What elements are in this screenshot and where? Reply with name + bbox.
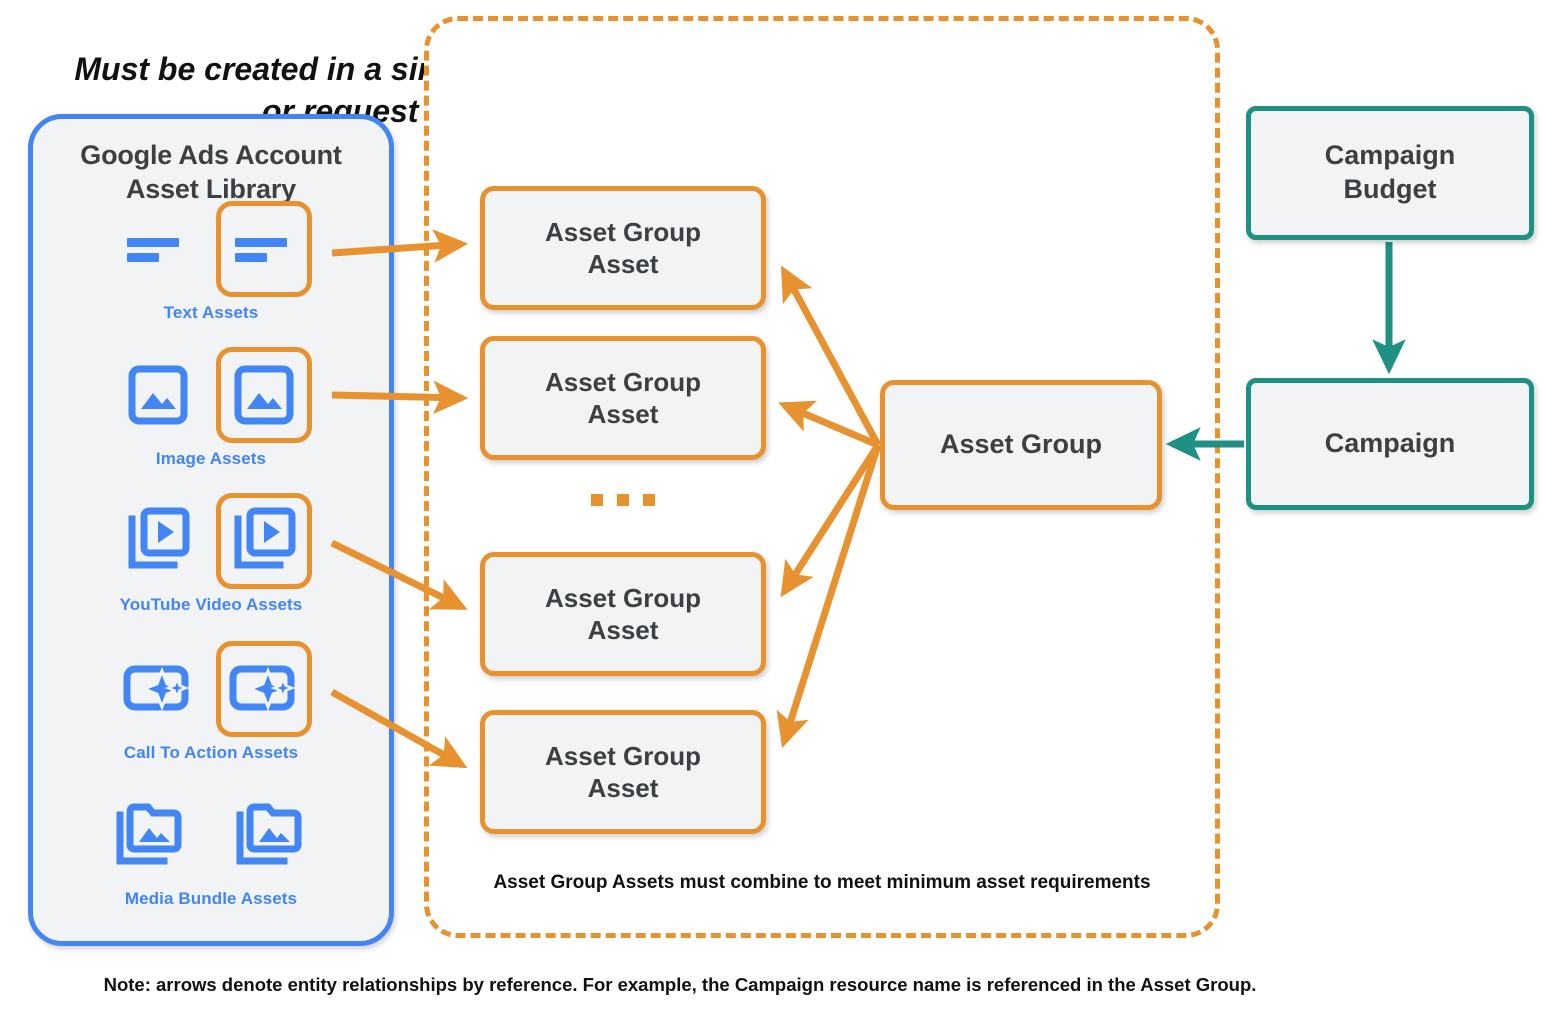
asset-caption-media-bundle: Media Bundle Assets	[124, 889, 298, 908]
call-to-action-asset-icon-pair	[33, 641, 389, 737]
campaign-label: Campaign	[1324, 428, 1456, 459]
text-asset-icon	[110, 201, 206, 297]
asset-group-asset-label-line1: Asset Group	[544, 582, 702, 613]
campaign-budget-box[interactable]: Campaign Budget	[1246, 106, 1534, 240]
asset-library-title-line2: Asset Library	[126, 173, 296, 204]
asset-group-asset-label-line2: Asset	[587, 399, 659, 429]
youtube-video-asset-icon-pair	[33, 493, 389, 589]
media-bundle-asset-icon-pair	[33, 787, 389, 883]
asset-group-asset-ellipsis	[480, 488, 766, 512]
asset-group-asset-box-4[interactable]: Asset Group Asset	[480, 710, 766, 834]
image-asset-icon-pair	[33, 347, 389, 443]
asset-group-asset-label: Asset Group Asset	[545, 740, 701, 805]
call-to-action-asset-glyph	[123, 665, 190, 712]
image-asset-icon	[110, 347, 206, 443]
asset-group-box[interactable]: Asset Group	[880, 380, 1162, 510]
call-to-action-asset-icon	[110, 641, 206, 737]
asset-row-call-to-action[interactable]: Call To Action Assets	[33, 641, 389, 763]
asset-group-asset-label-line1: Asset Group	[544, 740, 702, 771]
text-asset-icon-pair	[33, 201, 389, 297]
image-asset-icon-selected[interactable]	[216, 347, 312, 443]
mutate-request-footnote: Asset Group Assets must combine to meet …	[493, 872, 1151, 893]
asset-row-text[interactable]: Text Assets	[33, 201, 389, 323]
youtube-video-asset-icon-selected[interactable]	[216, 493, 312, 589]
text-asset-glyph	[127, 238, 179, 262]
diagram-note: Note: arrows denote entity relationships…	[103, 974, 1257, 995]
image-asset-glyph	[234, 365, 294, 425]
asset-library-title-line1: Google Ads Account	[80, 140, 342, 170]
ellipsis-dot	[617, 494, 629, 506]
media-bundle-asset-icon	[103, 787, 199, 883]
image-asset-glyph	[128, 365, 188, 425]
asset-group-label: Asset Group	[939, 429, 1103, 460]
asset-group-asset-label-line1: Asset Group	[544, 366, 702, 397]
asset-library-title: Google Ads Account Asset Library	[33, 139, 389, 207]
asset-row-youtube-video[interactable]: YouTube Video Assets	[33, 493, 389, 615]
campaign-budget-label: Campaign Budget	[1325, 139, 1456, 207]
media-bundle-asset-glyph	[236, 803, 302, 865]
asset-group-asset-label-line2: Asset	[587, 773, 659, 803]
asset-group-asset-box-2[interactable]: Asset Group Asset	[480, 336, 766, 460]
media-bundle-asset-icon	[223, 787, 319, 883]
asset-group-asset-label-line1: Asset Group	[544, 216, 702, 247]
youtube-video-asset-icon	[110, 493, 206, 589]
text-asset-icon-selected[interactable]	[216, 201, 312, 297]
campaign-box[interactable]: Campaign	[1246, 378, 1534, 510]
asset-caption-youtube-video: YouTube Video Assets	[119, 595, 303, 614]
call-to-action-asset-glyph	[229, 665, 296, 712]
ellipsis-dot	[643, 494, 655, 506]
asset-row-media-bundle[interactable]: Media Bundle Assets	[33, 787, 389, 909]
asset-group-asset-label-line2: Asset	[587, 249, 659, 279]
campaign-budget-label-line2: Budget	[1343, 174, 1437, 204]
call-to-action-asset-icon-selected[interactable]	[216, 641, 312, 737]
asset-group-asset-box-3[interactable]: Asset Group Asset	[480, 552, 766, 676]
campaign-budget-label-line1: Campaign	[1324, 140, 1456, 171]
youtube-video-asset-glyph	[234, 507, 296, 569]
ellipsis-dot	[591, 494, 603, 506]
asset-caption-call-to-action: Call To Action Assets	[123, 743, 299, 762]
asset-library-panel: Google Ads Account Asset Library	[28, 114, 394, 946]
asset-group-asset-label: Asset Group Asset	[545, 582, 701, 647]
asset-group-asset-label: Asset Group Asset	[545, 216, 701, 281]
youtube-video-asset-glyph	[128, 507, 190, 569]
media-bundle-asset-glyph	[116, 803, 182, 865]
text-asset-glyph	[235, 238, 287, 262]
asset-group-asset-box-1[interactable]: Asset Group Asset	[480, 186, 766, 310]
asset-group-asset-label-line2: Asset	[587, 615, 659, 645]
asset-caption-text: Text Assets	[163, 303, 259, 322]
asset-caption-image: Image Assets	[155, 449, 267, 468]
asset-row-image[interactable]: Image Assets	[33, 347, 389, 469]
asset-group-asset-label: Asset Group Asset	[545, 366, 701, 431]
